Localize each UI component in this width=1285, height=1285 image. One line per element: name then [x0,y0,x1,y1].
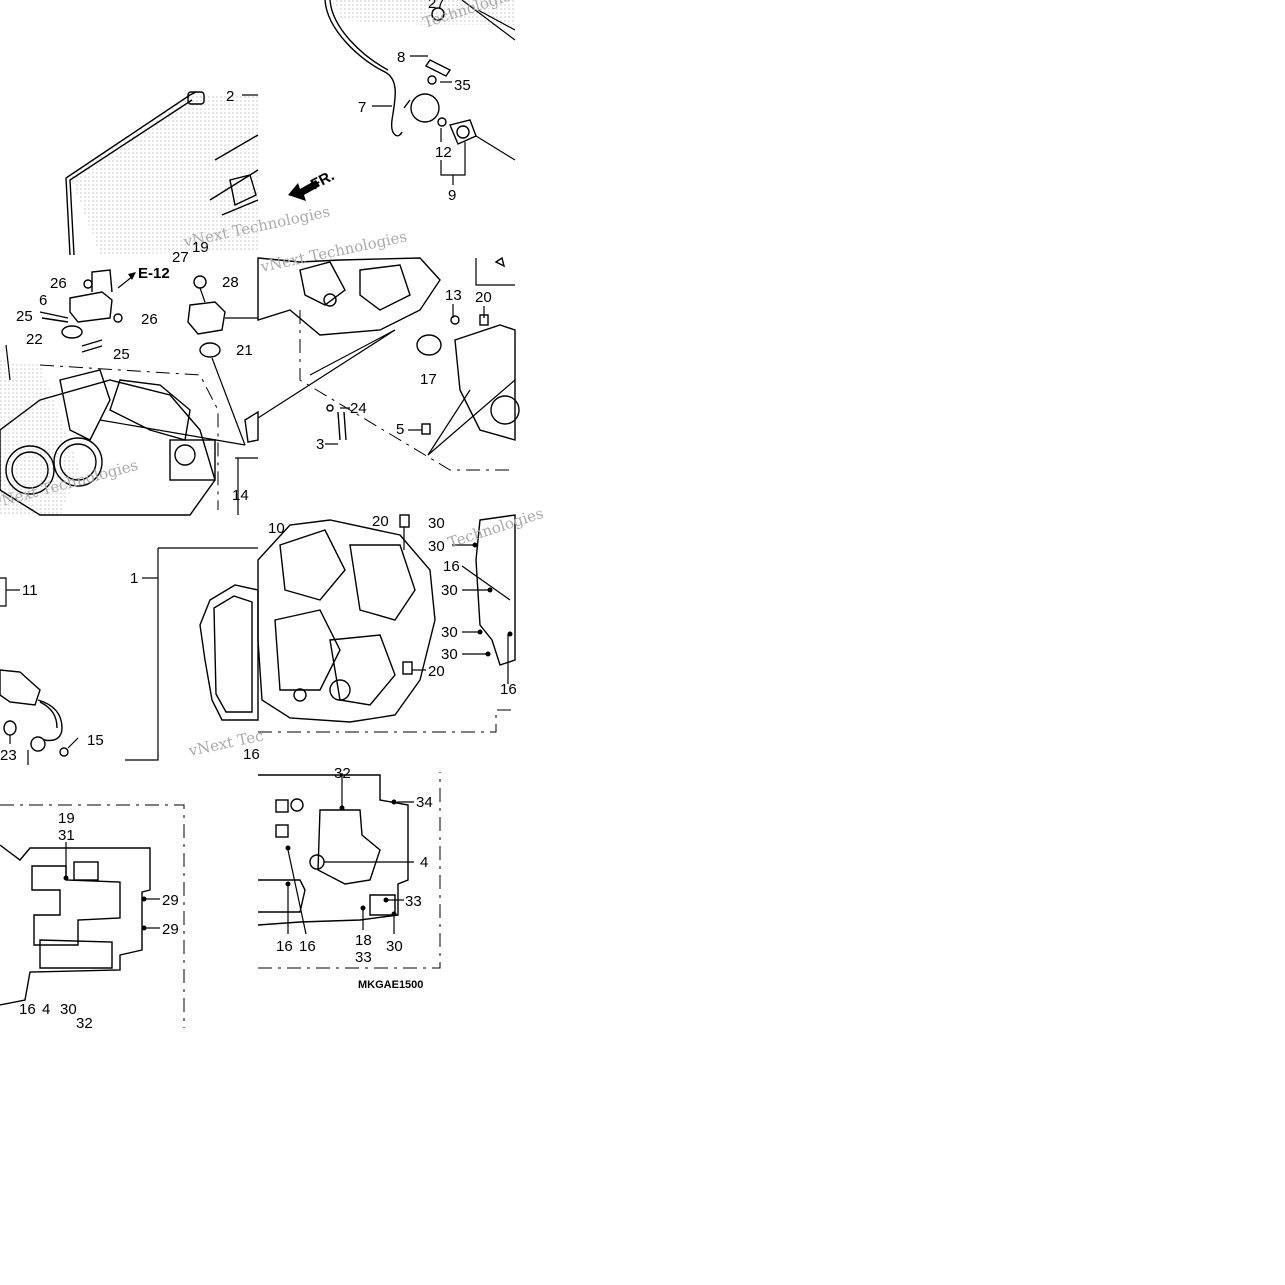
sensor-part [187,301,226,335]
oil-filter-part [416,334,442,356]
callout-12: 12 [435,144,452,161]
callout-2: 2 [226,88,234,105]
callout-29: 29 [162,892,179,909]
callout-30: 30 [386,938,403,955]
speed-sensor-part [0,669,41,706]
callout-25: 25 [16,308,33,325]
callout-33: 33 [355,949,372,966]
tile-crankcase-left: 11 1 15 23 16 vNext Tec [0,547,265,765]
washer-part [437,117,447,127]
callout-15: 15 [87,732,104,749]
callout-14: 14 [232,487,249,504]
callout-20: 20 [372,513,389,530]
callout-19: 19 [192,239,209,256]
cylinder-bore-part [5,445,55,495]
callout-31: 31 [58,827,75,844]
callout-16: 16 [299,938,316,955]
callout-19: 19 [58,810,75,827]
callout-16: 16 [276,938,293,955]
callout-13: 13 [445,287,462,304]
callout-30: 30 [60,1001,77,1018]
oil-pan-outline-part [257,774,409,926]
tile-drain-pipe: 27 8 35 7 12 9 FR. Technologies [288,0,521,204]
drawing-code: MKGAE1500 [358,979,423,991]
callout-30: 30 [441,646,458,663]
callout-9: 9 [448,187,456,204]
callout-1: 1 [130,570,138,587]
drain-cap-part [410,93,440,123]
callout-24: 24 [350,400,367,417]
o-ring-part [3,720,17,736]
callout-33: 33 [405,893,422,910]
callout-10: 10 [268,520,285,537]
callout-21: 21 [236,342,253,359]
callout-26: 26 [141,311,158,328]
callout-7: 7 [358,99,366,116]
tile-cylinder: 26 6 26 25 22 25 28 21 14 E-12 vNext Tec… [0,265,259,516]
callout-32: 32 [334,765,351,782]
section-reference: E-12 [138,265,170,282]
breather-hose-part [65,91,197,256]
callout-6: 6 [39,292,47,309]
lower-case-outline-part [0,844,151,1006]
callout-25: 25 [113,346,130,363]
callout-27: 27 [172,249,189,266]
crankcase-outline-part [199,584,259,721]
callout-4: 4 [42,1001,50,1018]
tile-crankcase-upper: 13 20 17 24 3 5 vNext Technologies [257,227,520,471]
callout-30: 30 [428,515,445,532]
callout-16: 16 [443,558,460,575]
callout-32: 32 [76,1015,93,1032]
callout-26: 26 [50,275,67,292]
callout-22: 22 [26,331,43,348]
callout-5: 5 [396,421,404,438]
water-outlet-part [69,291,113,323]
callout-27: 27 [428,0,445,12]
front-direction-arrow-icon: FR. [288,167,337,201]
callout-8: 8 [397,49,405,66]
callout-28: 28 [222,274,239,291]
callout-35: 35 [454,77,471,94]
callout-11: 11 [22,582,38,599]
callout-20: 20 [428,663,445,680]
callout-17: 17 [420,371,437,388]
callout-16: 16 [19,1001,36,1018]
tile-lower-case-left: 19 31 29 29 16 4 30 32 [0,804,185,1032]
callout-29: 29 [162,921,179,938]
callout-4: 4 [420,854,428,871]
callout-3: 3 [316,436,324,453]
callout-30: 30 [441,624,458,641]
tile-lower-case-right: 32 34 4 33 16 16 18 33 30 MKGAE1500 [257,765,441,991]
drain-tube-part [324,0,403,137]
o-ring-part [61,325,83,339]
callout-16: 16 [500,681,517,698]
callout-18: 18 [355,932,372,949]
hose-clamp-part [187,91,205,105]
callout-20: 20 [475,289,492,306]
tile-breather-hose: 2 vNext Technologies 19 27 [65,88,332,266]
tile-crankcase-lower: 10 20 20 30 30 16 30 30 30 16 Technologi… [257,504,546,733]
drain-bolt-part [309,854,325,870]
callout-34: 34 [416,794,433,811]
callout-30: 30 [428,538,445,555]
reference-arrow-icon [117,272,136,289]
callout-30: 30 [441,582,458,599]
callout-16: 16 [243,746,260,763]
plug-part [449,119,477,145]
callout-23: 23 [0,747,17,764]
watermark-text: Technologies [446,504,546,552]
